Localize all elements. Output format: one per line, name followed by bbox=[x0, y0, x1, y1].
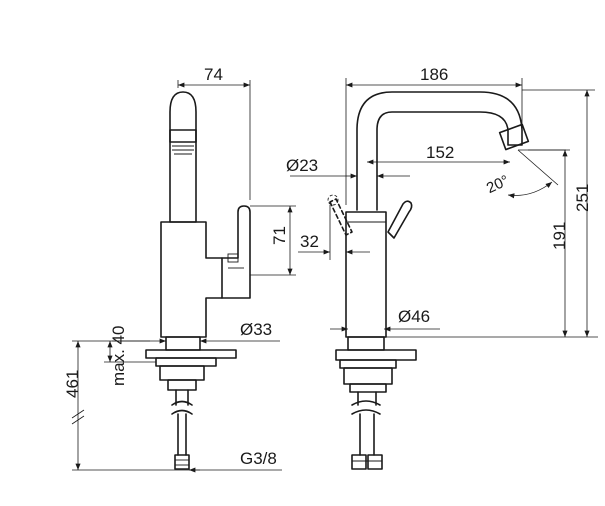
front-hose-connector-left bbox=[351, 454, 367, 470]
dimension-labels: 74 186 152 Ø23 20° 71 32 Ø33 Ø46 191 251… bbox=[63, 65, 592, 468]
side-hose-connector bbox=[174, 454, 190, 470]
label-20deg: 20° bbox=[484, 172, 512, 197]
front-base-nut bbox=[347, 336, 385, 351]
front-handle-alt bbox=[329, 198, 353, 236]
side-base-nut bbox=[165, 336, 201, 351]
side-base-plate bbox=[145, 349, 237, 359]
front-base-plate bbox=[335, 349, 417, 361]
front-mount bbox=[343, 367, 393, 385]
side-body bbox=[160, 221, 223, 338]
front-view bbox=[327, 91, 530, 470]
label-d33: Ø33 bbox=[240, 320, 272, 339]
front-handle bbox=[387, 200, 413, 239]
label-191: 191 bbox=[550, 222, 569, 250]
label-max40: max. 40 bbox=[109, 326, 128, 386]
label-152: 152 bbox=[426, 143, 454, 162]
side-handle bbox=[221, 205, 251, 299]
dimension-lines bbox=[71, 78, 598, 473]
label-251: 251 bbox=[573, 184, 592, 212]
label-461: 461 bbox=[63, 370, 82, 398]
side-aerator bbox=[169, 129, 197, 143]
side-mount bbox=[159, 365, 205, 381]
label-d23: Ø23 bbox=[286, 156, 318, 175]
label-186: 186 bbox=[420, 65, 448, 84]
front-hose-connector-right bbox=[367, 454, 383, 470]
label-32: 32 bbox=[300, 232, 319, 251]
front-spout bbox=[356, 91, 523, 211]
label-g38: G3/8 bbox=[240, 449, 277, 468]
label-74: 74 bbox=[204, 65, 223, 84]
label-d46: Ø46 bbox=[398, 307, 430, 326]
label-71: 71 bbox=[270, 226, 289, 245]
side-view bbox=[145, 91, 251, 470]
front-aerator bbox=[498, 123, 530, 151]
side-spout bbox=[169, 91, 197, 223]
